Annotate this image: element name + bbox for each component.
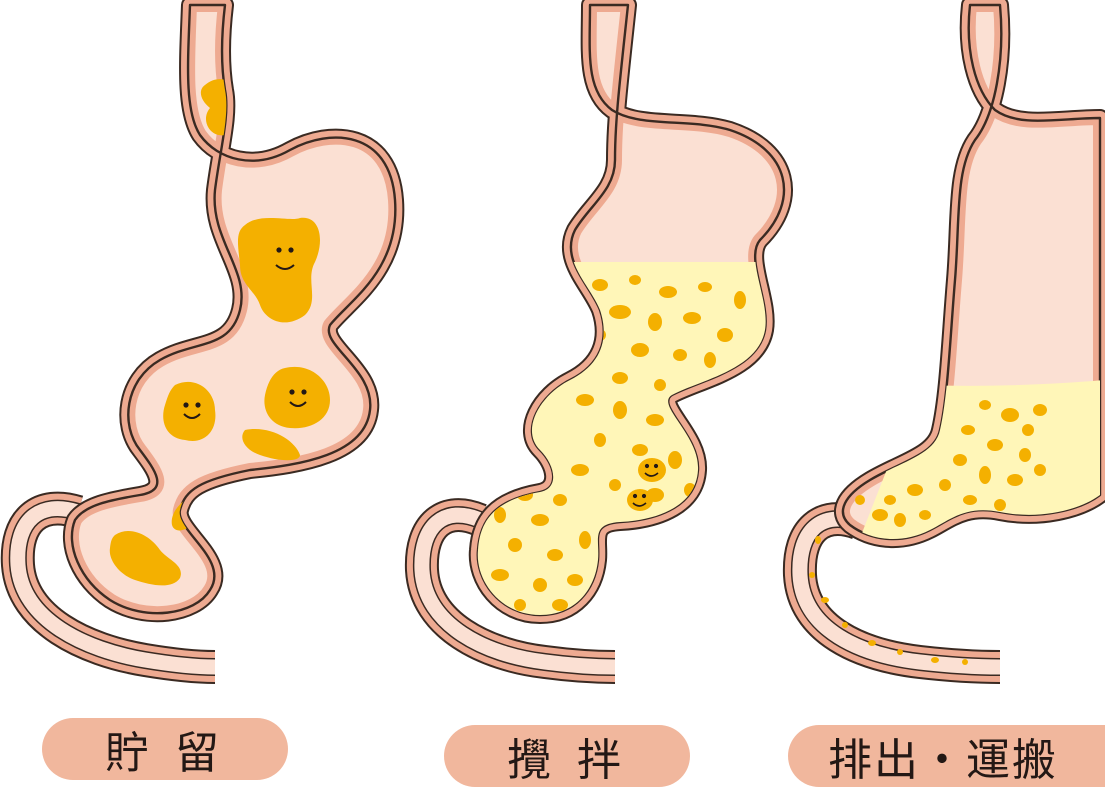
stage-mixing-illustration <box>422 5 820 667</box>
stage-label-storage: 貯 留 <box>42 718 288 780</box>
food-blob <box>627 489 653 511</box>
chyme-fill <box>440 262 820 642</box>
food-blob <box>638 458 666 482</box>
stage-label-mixing: 攪 拌 <box>444 725 690 787</box>
food-blob <box>163 382 215 441</box>
stage-storage-illustration <box>18 5 396 667</box>
stage-emptying-illustration <box>800 5 1105 667</box>
stage-label-emptying: 排出・運搬 <box>788 725 1105 787</box>
